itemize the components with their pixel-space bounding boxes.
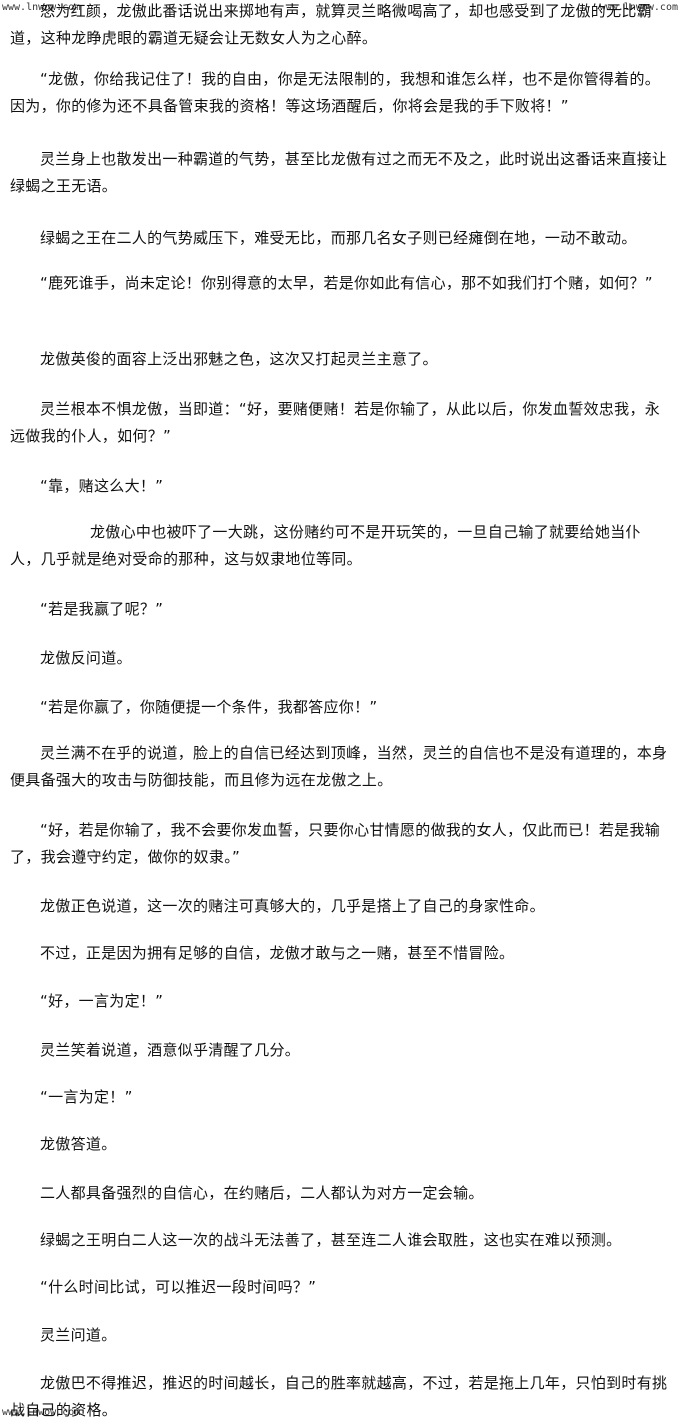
- paragraph: “鹿死谁手，尚未定论！你别得意的太早，若是你如此有信心，那不如我们打个赌，如何？…: [40, 274, 653, 292]
- paragraph: “好，若是你输了，我不会要你发血誓，只要你心甘情愿的做我的女人，仅此而已！若是我…: [10, 821, 661, 866]
- paragraph: “一言为定！”: [40, 1088, 133, 1106]
- watermark-top-left: www.lnwow.com: [2, 2, 81, 13]
- paragraph: 龙傲答道。: [40, 1135, 117, 1153]
- paragraph: “靠，赌这么大！”: [40, 477, 164, 495]
- paragraph: “若是我赢了呢？”: [40, 600, 164, 618]
- paragraph: 灵兰身上也散发出一种霸道的气势，甚至比龙傲有过之而无不及之，此时说出这番话来直接…: [10, 150, 668, 195]
- paragraph: 龙傲心中也被吓了一大跳，这份赌约可不是开玩笑的，一旦自己输了就要给她当仆人，几乎…: [10, 523, 641, 568]
- paragraph: 二人都具备强烈的自信心，在约赌后，二人都认为对方一定会输。: [40, 1184, 484, 1202]
- paragraph: 龙傲巴不得推迟，推迟的时间越长，自己的胜率就越高，不过，若是拖上几年，只怕到时有…: [10, 1374, 668, 1419]
- paragraph: 灵兰笑着说道，酒意似乎清醒了几分。: [40, 1041, 301, 1059]
- paragraph: 龙傲英俊的面容上泛出邪魅之色，这次又打起灵兰主意了。: [40, 350, 438, 368]
- watermark-bottom-left: www.lnwow.com: [2, 1407, 81, 1418]
- paragraph: “什么时间比试，可以推迟一段时间吗？”: [40, 1278, 317, 1296]
- paragraph: “龙傲，你给我记住了！我的自由，你是无法限制的，我想和谁怎么样，也不是你管得着的…: [10, 70, 661, 115]
- paragraph: 绿蝎之王在二人的气势威压下，难受无比，而那几名女子则已经瘫倒在地，一动不敢动。: [40, 229, 637, 247]
- paragraph: 龙傲反问道。: [40, 649, 132, 667]
- paragraph: 灵兰满不在乎的说道，脸上的自信已经达到顶峰，当然，灵兰的自信也不是没有道理的，本…: [10, 744, 668, 789]
- paragraph: 龙傲正色说道，这一次的赌注可真够大的，几乎是搭上了自己的身家性命。: [40, 897, 545, 915]
- paragraph: 灵兰问道。: [40, 1326, 117, 1344]
- paragraph: 绿蝎之王明白二人这一次的战斗无法善了，甚至连二人谁会取胜，这也实在难以预测。: [40, 1231, 622, 1249]
- paragraph: 怒为红颜，龙傲此番话说出来掷地有声，就算灵兰略微喝高了，却也感受到了龙傲的无比霸…: [10, 2, 653, 47]
- paragraph: 不过，正是因为拥有足够的自信，龙傲才敢与之一赌，甚至不惜冒险。: [40, 944, 515, 962]
- watermark-top-right: www.lnwow.com: [599, 2, 678, 13]
- paragraph: “好，一言为定！”: [40, 992, 164, 1010]
- paragraph: 灵兰根本不惧龙傲，当即道：“好，要赌便赌！若是你输了，从此以后，你发血誓效忠我，…: [10, 400, 661, 445]
- paragraph: “若是你赢了，你随便提一个条件，我都答应你！”: [40, 698, 378, 716]
